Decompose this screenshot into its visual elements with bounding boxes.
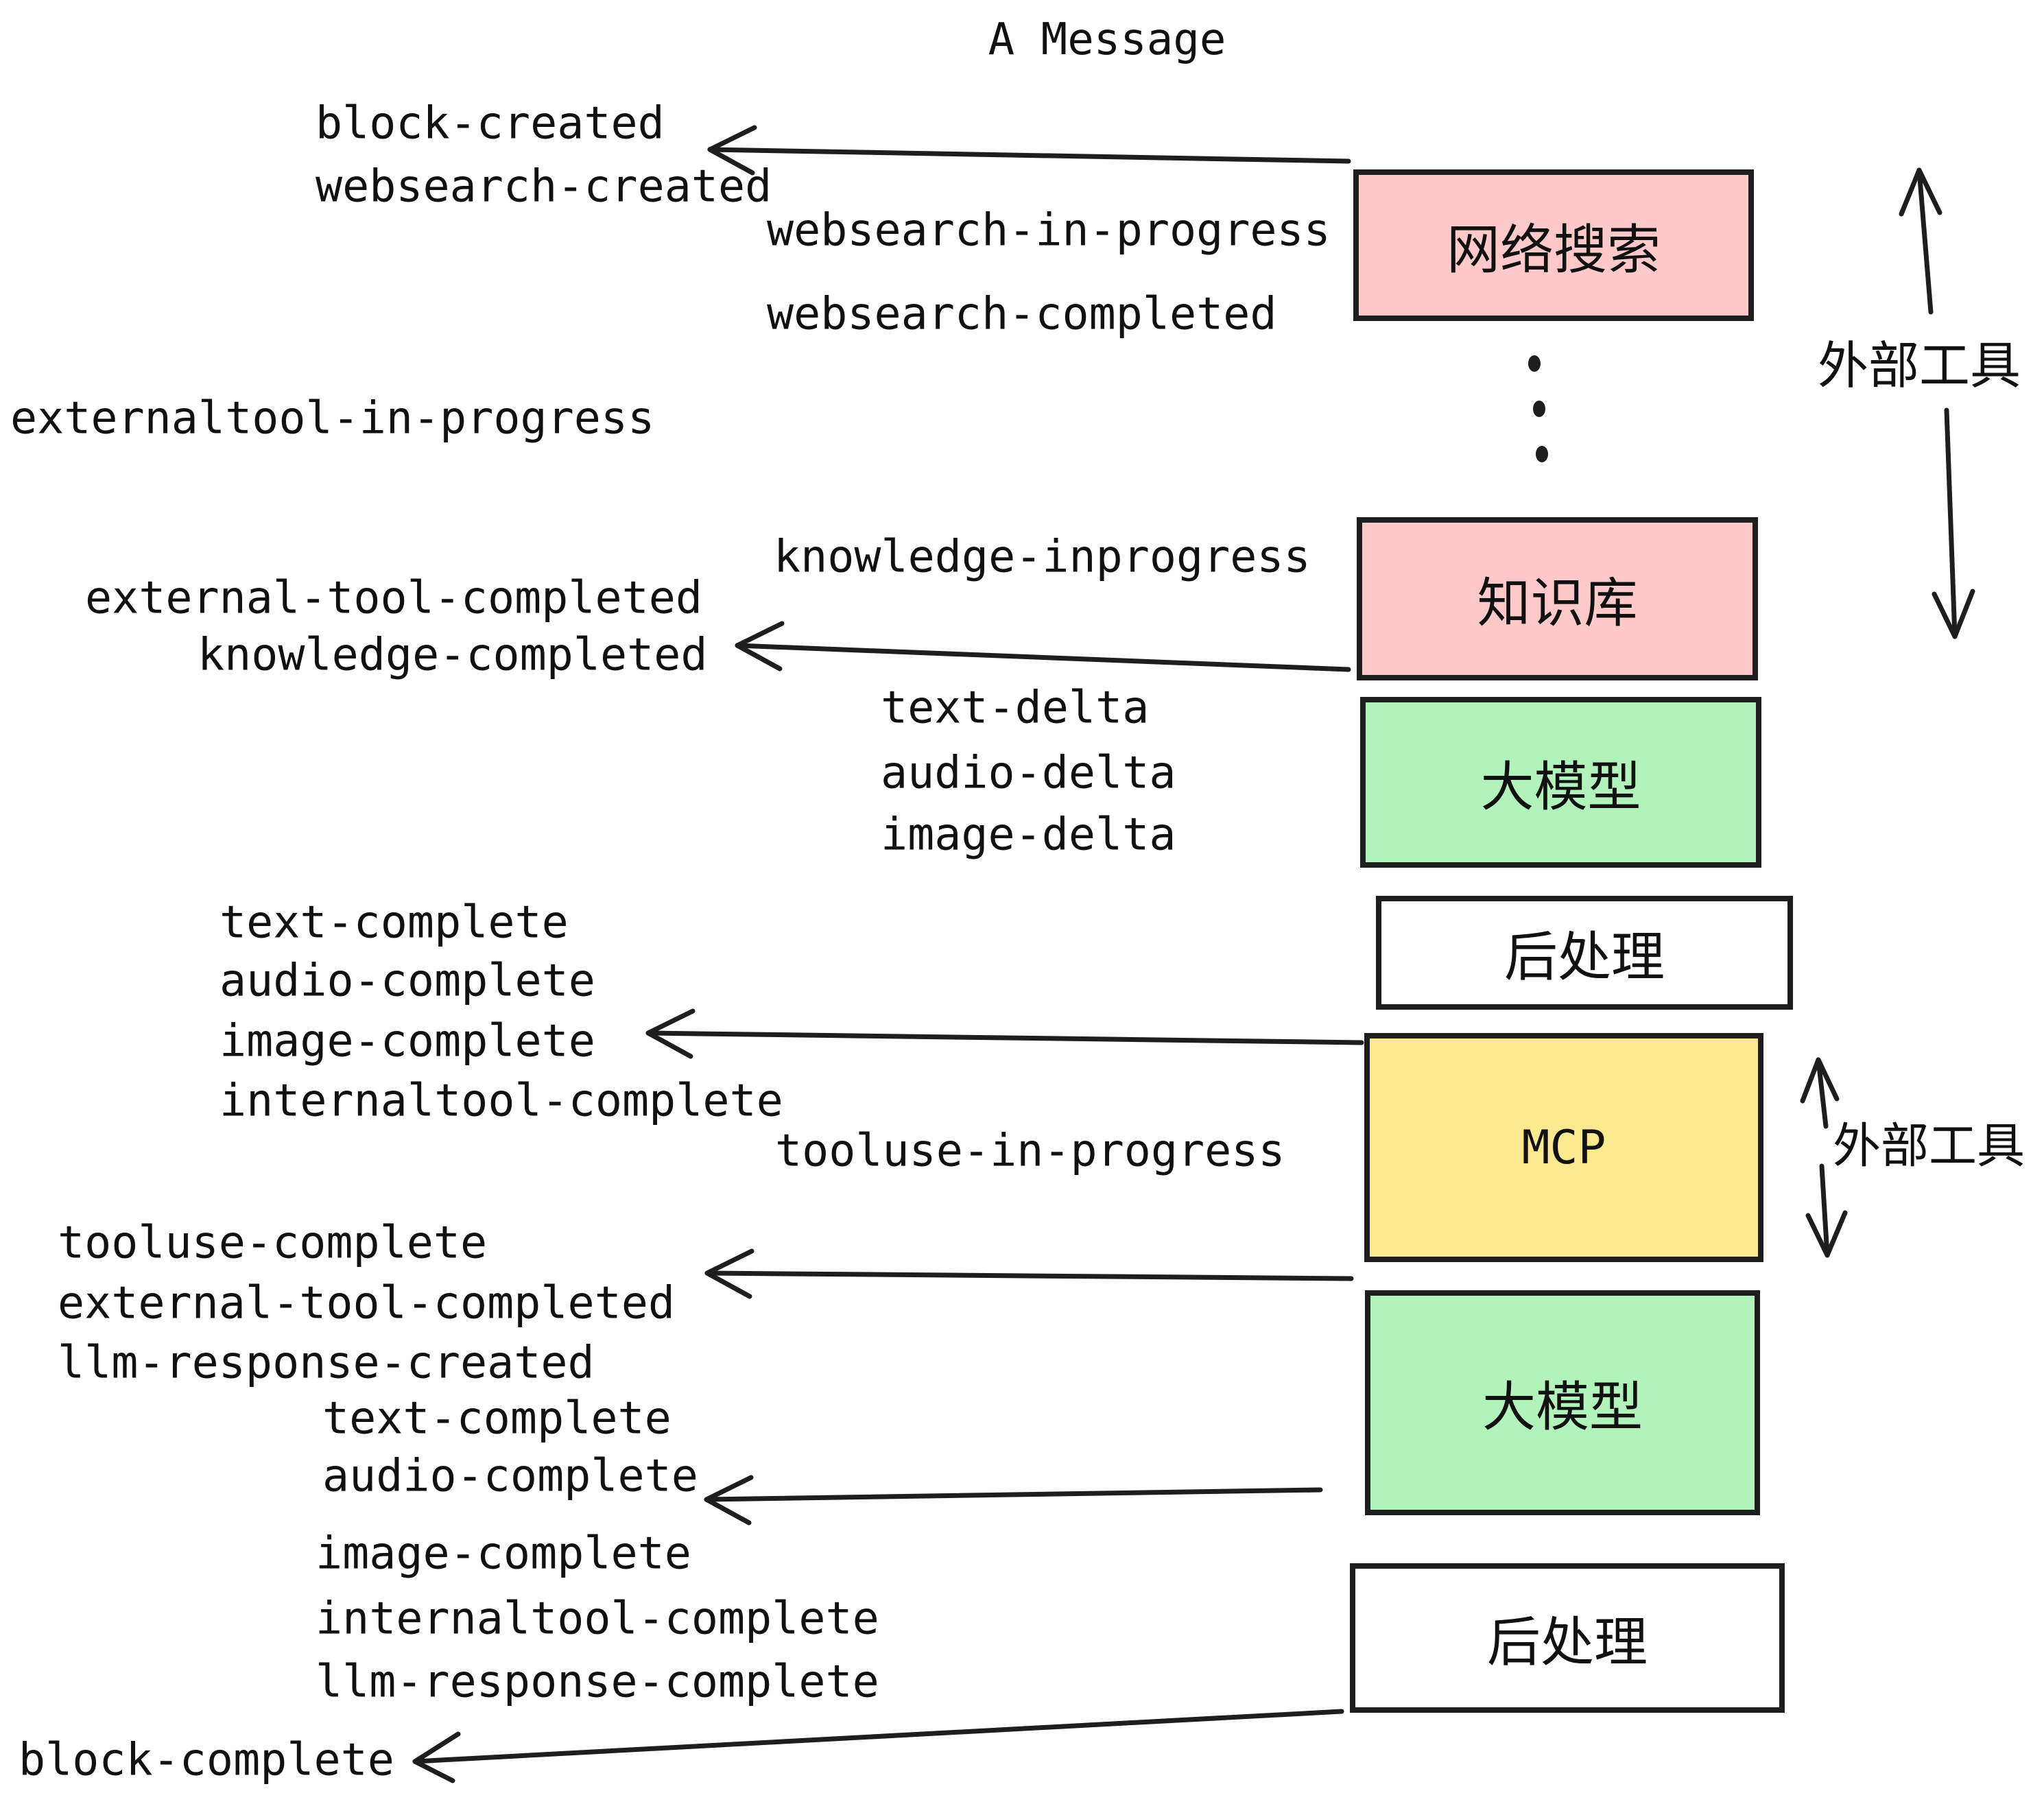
box-llm-bottom-label: 大模型 (1482, 1377, 1643, 1437)
event-audio-delta-top: audio-delta (881, 747, 1176, 799)
box-mcp-label: MCP (1521, 1120, 1606, 1175)
box-postprocess-top-label: 后处理 (1504, 927, 1665, 987)
event-tooluse-complete: tooluse-complete (58, 1217, 488, 1269)
arrow-post-top-to-image-complete (645, 1008, 1364, 1059)
external-tools-label-bottom: 外部工具 (1833, 1119, 2025, 1173)
event-websearch-created: websearch-created (316, 161, 772, 213)
arrow-llm-bottom-to-audio-complete (704, 1475, 1323, 1526)
external-tools-bottom-up-arrow (1800, 1057, 1840, 1129)
box-mcp: MCP (1364, 1033, 1763, 1262)
event-text-delta-top: text-delta (881, 682, 1150, 734)
box-knowledge-label: 知识库 (1477, 573, 1638, 633)
event-image-complete-top: image-complete (219, 1015, 595, 1067)
box-llm-top-label: 大模型 (1480, 756, 1641, 817)
event-websearch-completed: websearch-completed (767, 288, 1277, 340)
event-audio-complete-top: audio-complete (219, 955, 595, 1007)
box-postprocess-bottom: 后处理 (1350, 1563, 1785, 1713)
external-tools-bottom-down-arrow (1805, 1163, 1848, 1258)
arrow-websearch-to-block-created (707, 125, 1351, 176)
box-postprocess-top: 后处理 (1376, 896, 1793, 1010)
arrow-knowledge-to-knowledge-completed (735, 621, 1351, 672)
ellipsis-dots (1528, 355, 1548, 462)
event-knowledge-completed: knowledge-completed (198, 629, 708, 681)
event-websearch-in-progress: websearch-in-progress (767, 204, 1331, 257)
arrow-post-bottom-to-block-complete (412, 1709, 1344, 1783)
event-audio-complete-bottom: audio-complete (322, 1450, 698, 1502)
box-knowledge-base: 知识库 (1357, 517, 1758, 680)
event-external-tool-completed-bottom: external-tool-completed (58, 1277, 676, 1329)
event-text-complete-top: text-complete (219, 897, 569, 949)
external-tools-label-top: 外部工具 (1818, 337, 2021, 394)
event-image-complete-bottom: image-complete (316, 1528, 691, 1580)
arrow-mcp-to-tooluse-complete (704, 1248, 1354, 1299)
box-websearch: 网络搜索 (1353, 169, 1754, 321)
event-externaltool-in-progress: externaltool-in-progress (10, 392, 655, 444)
event-knowledge-inprogress: knowledge-inprogress (774, 531, 1311, 583)
box-websearch-label: 网络搜索 (1446, 219, 1661, 280)
event-external-tool-completed-top: external-tool-completed (85, 572, 703, 624)
box-llm-bottom: 大模型 (1365, 1290, 1760, 1515)
box-llm-top: 大模型 (1360, 697, 1761, 868)
event-block-complete: block-complete (19, 1734, 394, 1786)
external-tools-top-down-arrow (1932, 407, 1975, 639)
box-postprocess-bottom-label: 后处理 (1486, 1612, 1648, 1672)
event-text-complete-bottom: text-complete (322, 1392, 672, 1445)
external-tools-top-up-arrow (1899, 167, 1942, 315)
event-block-created: block-created (316, 97, 665, 150)
event-tooluse-in-progress: tooluse-in-progress (775, 1125, 1285, 1177)
event-llm-response-complete: llm-response-complete (316, 1656, 879, 1708)
event-llm-response-created: llm-response-created (58, 1337, 595, 1389)
event-internaltool-complete-bottom: internaltool-complete (316, 1593, 879, 1645)
event-internaltool-complete-top: internaltool-complete (219, 1075, 783, 1127)
event-image-delta-top: image-delta (881, 809, 1176, 861)
page-title: A Message (988, 14, 1226, 65)
